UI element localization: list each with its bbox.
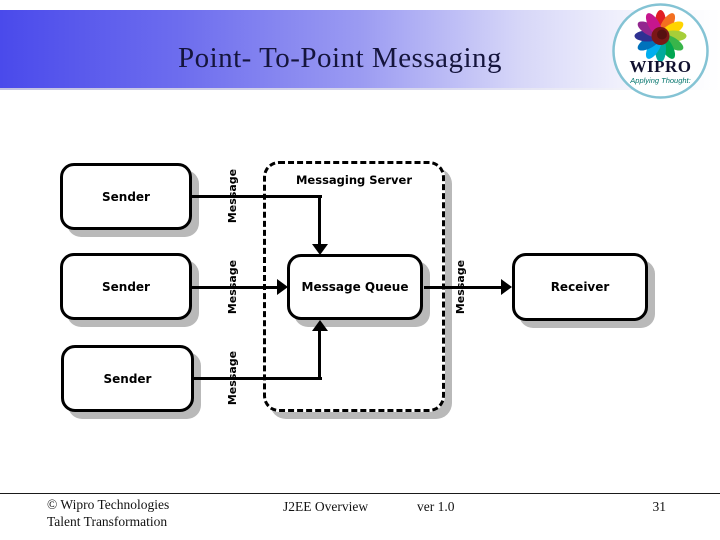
message-queue-label: Message Queue <box>301 280 409 294</box>
footer-page-number: 31 <box>652 499 667 514</box>
message-queue-box: Message Queue <box>287 254 423 320</box>
message-label-3: Message <box>226 350 239 406</box>
wipro-flower-icon: WIPRO Applying Thought: <box>629 10 691 85</box>
sender-box-3: Sender <box>61 345 194 412</box>
banner-bottom-edge <box>0 88 720 90</box>
sender-3-label: Sender <box>103 371 152 386</box>
connector-sender1-horizontal <box>192 195 322 198</box>
connector-sender3-vertical <box>318 331 321 380</box>
footer-copyright-line2: Talent Transformation <box>47 514 168 529</box>
title-banner <box>0 10 720 88</box>
logo-brand-text: WIPRO <box>630 57 692 76</box>
arrowhead-down-icon <box>312 244 328 255</box>
arrowhead-right-icon-queue <box>277 279 288 295</box>
receiver-box: Receiver <box>512 253 648 321</box>
footer-course: J2EE Overview <box>283 499 369 514</box>
message-label-1: Message <box>226 168 239 224</box>
sender-box-1: Sender <box>60 163 192 230</box>
connector-queue-receiver <box>424 286 502 289</box>
receiver-label: Receiver <box>550 280 610 294</box>
message-label-2: Message <box>226 259 239 315</box>
sender-box-2: Sender <box>60 253 192 320</box>
footer-divider <box>0 493 720 494</box>
messaging-server-label: Messaging Server <box>295 173 412 187</box>
sender-2-label: Sender <box>102 279 150 294</box>
wipro-logo: WIPRO Applying Thought: <box>612 3 709 99</box>
message-label-4: Message <box>454 259 467 315</box>
footer-copyright-line1: © Wipro Technologies <box>47 497 170 512</box>
connector-sender1-vertical <box>318 195 321 245</box>
logo-tagline-text: Applying Thought: <box>629 76 690 85</box>
connector-sender3-horizontal <box>192 377 322 380</box>
sender-1-label: Sender <box>102 189 150 204</box>
connector-sender2-horizontal <box>192 286 278 289</box>
arrowhead-up-icon <box>312 320 328 331</box>
footer-copyright: © Wipro Technologies Talent Transformati… <box>47 496 169 530</box>
footer-version: ver 1.0 <box>417 499 455 514</box>
arrowhead-right-icon-receiver <box>501 279 512 295</box>
slide-title: Point- To-Point Messaging <box>177 42 503 74</box>
